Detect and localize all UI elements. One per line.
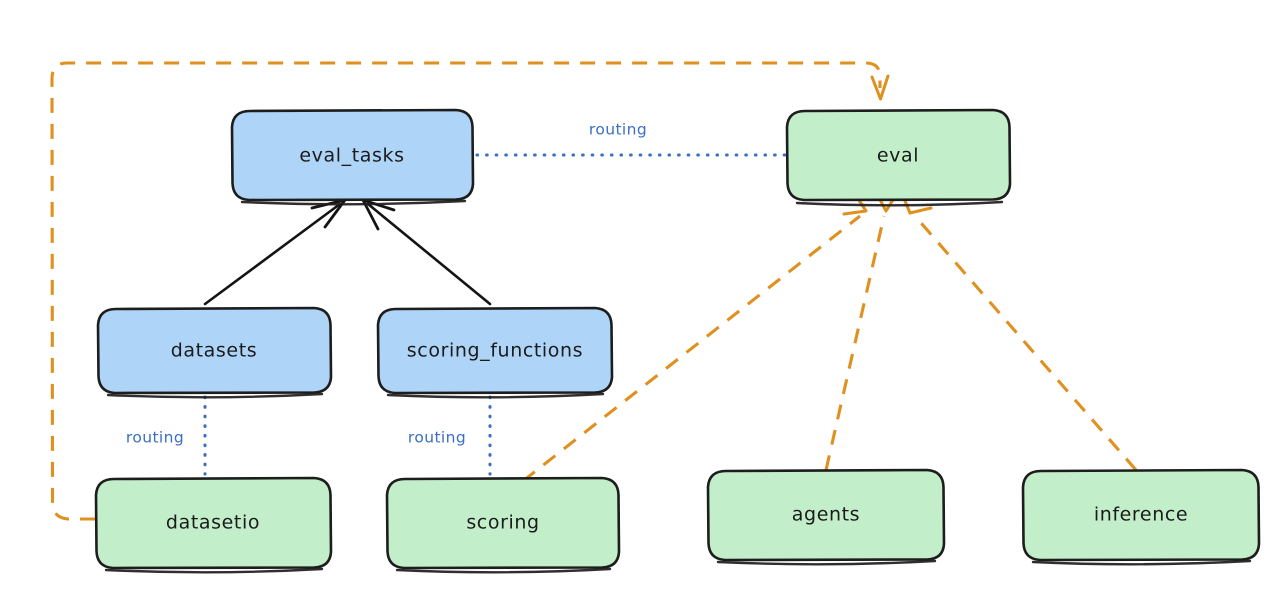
node-eval-box (785, 108, 1012, 202)
node-eval[interactable]: eval (785, 108, 1012, 207)
node-eval-shadow (795, 200, 1004, 207)
node-eval-tasks[interactable]: eval_tasks (230, 108, 475, 206)
node-agents[interactable]: agents (706, 468, 946, 566)
node-datasets[interactable]: datasets (96, 306, 333, 399)
node-inference[interactable]: inference (1021, 468, 1261, 566)
node-scoring-functions[interactable]: scoring_functions (376, 306, 614, 399)
node-eval-tasks-label: eval_tasks (299, 145, 404, 167)
node-datasetio-shadow (104, 567, 324, 574)
node-datasets-shadow (106, 392, 324, 399)
node-scoring-functions-label: scoring_functions (407, 340, 583, 362)
edge-path-datasets-eval-tasks (203, 202, 342, 306)
node-scoring-label: scoring (466, 512, 539, 534)
node-eval-tasks-shadow (240, 199, 467, 206)
node-datasets-label: datasets (171, 340, 258, 362)
node-inference-box (1021, 468, 1261, 562)
node-agents-label: agents (792, 504, 860, 526)
edge-datasets-to-eval-tasks (203, 198, 347, 306)
node-scoring-functions-box (376, 306, 614, 395)
edge-inference-to-eval (901, 194, 1138, 472)
edge-datasetio-to-eval (50, 61, 890, 521)
node-eval-label: eval (877, 145, 919, 167)
node-inference-label: inference (1094, 504, 1188, 526)
node-scoring-functions-shadow (386, 392, 605, 399)
edge-label-routing-eval-tasks: routing (589, 121, 647, 139)
edge-path-datasetio-eval (50, 61, 882, 521)
edge-path-scoring-eval (522, 214, 861, 483)
node-scoring[interactable]: scoring (385, 476, 621, 574)
node-datasetio-box (94, 476, 333, 570)
edge-path-scoring-functions-eval-tasks (366, 202, 492, 306)
edge-label-routing-datasets: routing (126, 429, 184, 447)
node-eval-tasks-box (230, 108, 475, 202)
edge-label-routing-scoring-functions: routing (408, 429, 466, 447)
node-agents-shadow (716, 559, 937, 566)
edge-path-inference-eval (913, 214, 1138, 472)
node-scoring-box (385, 476, 621, 570)
arrowhead-inference-eval (901, 194, 933, 215)
node-datasetio[interactable]: datasetio (94, 476, 333, 574)
node-agents-box (706, 468, 946, 562)
node-scoring-shadow (395, 567, 612, 574)
node-datasetio-label: datasetio (166, 512, 260, 534)
edge-scoring-functions-to-eval-tasks (361, 198, 492, 306)
node-datasets-box (96, 306, 333, 395)
arrowhead-datasetio-eval (870, 74, 890, 101)
edge-path-agents-eval (824, 215, 886, 471)
node-inference-shadow (1031, 559, 1252, 566)
